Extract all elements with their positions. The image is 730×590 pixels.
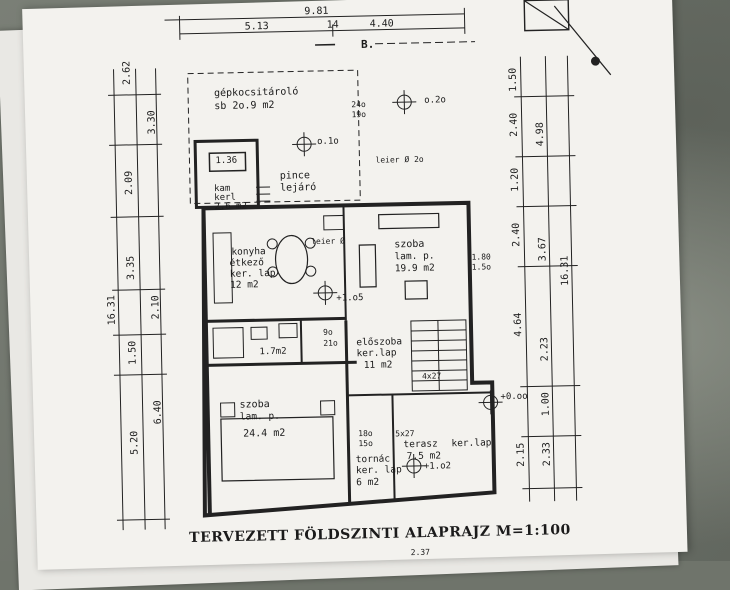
dim-left-width: 5.13 bbox=[245, 21, 269, 33]
section-label: B. bbox=[361, 38, 375, 51]
room-area-kitchen: 12 m2 bbox=[230, 279, 259, 291]
dim-right-8: 2.23 bbox=[539, 337, 551, 361]
dim-left-total: 16.31 bbox=[106, 295, 118, 325]
room-floor-hall: ker.lap bbox=[356, 347, 397, 359]
dim-right-9: 1.00 bbox=[540, 392, 552, 416]
room-name-living: szoba bbox=[394, 239, 424, 251]
dim-right-total: 16.31 bbox=[560, 256, 572, 286]
dim-bottom: 2.37 bbox=[411, 548, 431, 557]
room-name-kitchen: konyha bbox=[231, 246, 266, 258]
room-sub-kitchen: étkező bbox=[230, 257, 265, 269]
dim-bath-door-w: 9o bbox=[323, 328, 333, 337]
level-cellar: o.1o bbox=[317, 137, 339, 147]
dim-left-1: 2.62 bbox=[121, 61, 133, 85]
flue-label-kitchen: leier Ø bbox=[311, 235, 345, 246]
dim-left-2: 3.30 bbox=[146, 110, 158, 134]
room-area-garage: sb 2o.9 m2 bbox=[214, 100, 274, 112]
dim-garage-door-h: 24o bbox=[351, 100, 366, 109]
room-area-porch: 6 m2 bbox=[356, 477, 379, 488]
room-floor-bedroom: lam. p. bbox=[240, 411, 280, 423]
dim-mid-width: 14 bbox=[327, 19, 339, 30]
dim-right-width: 4.40 bbox=[370, 18, 394, 30]
room-name-terrace: terasz bbox=[403, 439, 438, 451]
room-area-living: 19.9 m2 bbox=[395, 263, 435, 275]
dim-left-6: 1.50 bbox=[127, 341, 139, 365]
flue-label: leier Ø 2o bbox=[375, 154, 424, 165]
room-name-porch: tornác bbox=[356, 454, 391, 466]
dim-right-11: 2.33 bbox=[541, 442, 553, 466]
dim-right-4: 1.20 bbox=[510, 168, 522, 192]
dim-window-h: 1.5o bbox=[472, 262, 492, 271]
room-sub-cellar: lejáró bbox=[280, 181, 316, 194]
room-name-garage: gépkocsitároló bbox=[214, 85, 299, 99]
room-floor-living: lam. p. bbox=[394, 251, 434, 263]
room-floor-porch: ker. lap bbox=[356, 464, 402, 476]
dim-right-6: 3.67 bbox=[537, 237, 549, 261]
room-area-bedroom: 24.4 m2 bbox=[243, 428, 285, 440]
dim-right-5: 2.40 bbox=[511, 223, 523, 247]
room-area-terrace: 7.5 m2 bbox=[407, 450, 442, 462]
dim-pantry-width: 1.36 bbox=[215, 156, 237, 166]
room-area-pantry: 2.6 m2 bbox=[214, 201, 247, 212]
level-porch: +1.o2 bbox=[424, 461, 451, 472]
dim-right-7: 4.64 bbox=[513, 313, 525, 337]
dim-bath-door-h: 21o bbox=[323, 339, 338, 348]
dim-total-width: 9.81 bbox=[304, 6, 328, 18]
dim-right-3: 4.98 bbox=[535, 122, 547, 146]
dim-window-w: 1.80 bbox=[471, 252, 491, 261]
level-garage: o.2o bbox=[424, 95, 446, 105]
dim-left-7: 6.40 bbox=[152, 400, 164, 424]
dim-garage-door-w: 19o bbox=[351, 110, 366, 119]
dim-right-1: 1.50 bbox=[508, 68, 520, 92]
room-name-bedroom: szoba bbox=[239, 399, 269, 411]
stair-count-hall: 4x27 bbox=[422, 371, 442, 380]
dim-right-2: 2.40 bbox=[509, 113, 521, 137]
dim-left-3: 2.09 bbox=[124, 171, 136, 195]
room-floor-kitchen: ker. lap bbox=[230, 268, 276, 280]
room-name-cellar: pince bbox=[280, 170, 310, 182]
floor-plan-drawing: 9.81 5.13 14 4.40 B. gépkocsitároló sb 2… bbox=[0, 0, 730, 561]
room-area-hall: 11 m2 bbox=[364, 359, 393, 371]
room-area-bath: 1.7m2 bbox=[259, 347, 286, 358]
dim-door-width: 15o bbox=[358, 439, 373, 448]
level-interior: +1.o5 bbox=[336, 293, 363, 304]
dim-left-4: 3.35 bbox=[125, 256, 137, 280]
level-terrace: +0.oo bbox=[500, 392, 527, 403]
dim-door-height: 18o bbox=[358, 429, 373, 438]
dim-left-5: 2.10 bbox=[150, 295, 162, 319]
room-floor-terrace: ker.lap bbox=[451, 437, 492, 449]
dim-right-10: 2.15 bbox=[515, 443, 527, 467]
stair-count-terrace: 5x27 bbox=[395, 429, 415, 438]
dim-left-8: 5.20 bbox=[129, 431, 141, 455]
